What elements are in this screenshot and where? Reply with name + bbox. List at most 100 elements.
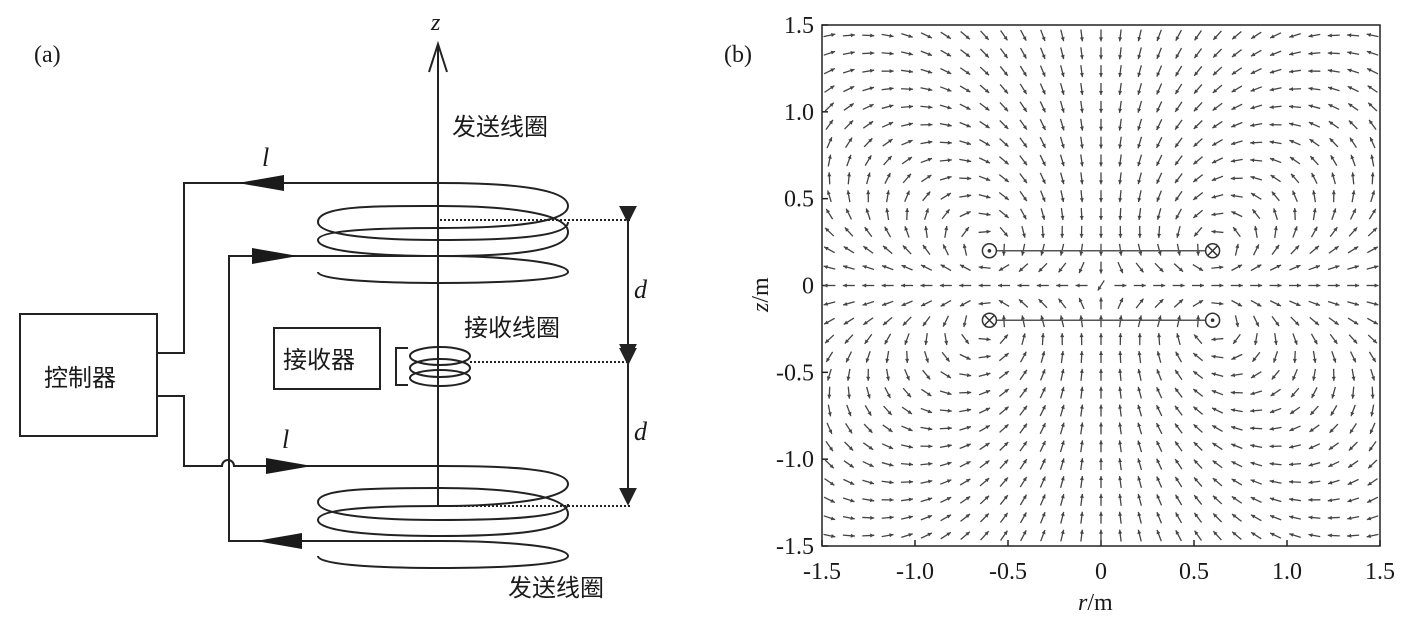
field-arrow-head [943, 244, 947, 249]
field-arrow-head [1334, 320, 1339, 325]
field-arrow-head [1312, 358, 1317, 363]
field-arrow-head [1079, 162, 1084, 167]
field-arrow-head [1291, 173, 1296, 179]
field-arrow-head [1118, 404, 1123, 409]
field-arrow-head [1327, 498, 1333, 503]
field-arrow-head [1156, 351, 1161, 356]
field-arrow-head [850, 50, 855, 55]
field-arrow-head [985, 141, 990, 146]
field-arrow-head [849, 86, 855, 90]
field-arrow-head [985, 390, 991, 394]
field-arrow-head [1353, 339, 1358, 344]
field-arrow-head [927, 87, 933, 92]
field-arrow-head [863, 320, 868, 325]
field-arrow-head [985, 407, 991, 412]
field-arrow-head [1230, 176, 1235, 181]
field-arrow-head [1374, 283, 1379, 288]
field-arrow-head [1175, 196, 1180, 202]
field-arrow-head [1349, 137, 1354, 143]
field-arrow-head [1036, 283, 1041, 288]
field-arrow-head [1251, 374, 1256, 378]
field-arrow-head [1099, 315, 1103, 320]
field-arrow-head [1250, 105, 1255, 110]
field-arrow-head [967, 390, 972, 395]
field-arrow-head [1004, 442, 1009, 447]
field-arrow-head [1004, 195, 1009, 200]
field-arrow-head [825, 227, 830, 232]
field-arrow-head [870, 51, 875, 56]
field-arrow-head [1311, 172, 1316, 178]
field-arrow-head [1308, 86, 1313, 91]
field-arrow-head [1231, 141, 1236, 146]
distance-label-lower: d [634, 417, 648, 446]
field-arrow-head [1311, 393, 1316, 399]
field-arrow-head [1004, 142, 1009, 147]
field-arrow-head [1330, 155, 1335, 160]
field-arrow-head [843, 265, 848, 270]
field-arrow-head [1040, 333, 1045, 338]
field-arrow-head [1118, 333, 1123, 338]
field-arrow-head [1118, 197, 1123, 203]
y-tick-label: 1.0 [784, 100, 814, 126]
field-arrow-head [1041, 54, 1046, 59]
field-arrow-head [1175, 530, 1180, 535]
field-arrow-head [888, 139, 893, 144]
field-arrow-head [1370, 154, 1375, 159]
field-arrow-head [1022, 369, 1027, 375]
field-arrow-head [846, 357, 850, 363]
y-tick-label: 0.5 [784, 187, 814, 213]
field-arrow-head [946, 87, 952, 92]
field-arrow-head [1079, 476, 1084, 481]
field-arrow-head [829, 464, 834, 469]
field-arrow-head [1175, 369, 1180, 375]
field-arrow-head [1023, 160, 1028, 166]
field-arrow-head [1292, 375, 1297, 381]
field-arrow-head [1308, 445, 1314, 449]
field-arrow-head [1099, 493, 1103, 498]
field-arrow-head [946, 514, 952, 519]
x-tick-label: 0 [1095, 559, 1107, 585]
field-arrow-head [1078, 268, 1083, 274]
field-arrow-head [827, 394, 832, 399]
field-arrow-head [1174, 405, 1179, 411]
field-arrow-head [947, 123, 952, 128]
field-arrow-head [986, 354, 991, 359]
field-arrow-head [985, 442, 990, 447]
field-arrow-head [947, 408, 952, 413]
field-arrow-head [850, 33, 855, 38]
field-arrow-head [986, 229, 991, 234]
field-arrow-head [1328, 463, 1333, 467]
arrow-right-bottom [266, 458, 312, 474]
field-arrow-head [842, 283, 847, 288]
field-arrow-head [966, 373, 972, 378]
field-arrow-head [1174, 387, 1179, 393]
field-arrow-head [1060, 233, 1065, 238]
field-arrow-head [908, 533, 913, 537]
field-arrow-head [947, 140, 952, 145]
field-arrow-head [1347, 50, 1352, 55]
field-arrow-head [1273, 208, 1277, 213]
field-arrow-head [1004, 213, 1009, 218]
field-arrow-head [1118, 458, 1123, 463]
field-arrow-head [1372, 227, 1377, 232]
field-arrow-head [1156, 197, 1161, 202]
field-arrow-head [926, 392, 932, 397]
field-arrow-head [889, 33, 894, 38]
field-arrow-head [889, 497, 894, 502]
field-arrow-head [1367, 85, 1373, 90]
field-arrow-head [1289, 122, 1294, 127]
field-arrow-head [1289, 427, 1294, 432]
field-arrow-head [1041, 369, 1046, 374]
field-arrow-head [966, 425, 971, 430]
field-arrow-head [1176, 233, 1181, 238]
y-tick-label: 0 [802, 274, 814, 300]
field-arrow-head [886, 376, 890, 381]
field-arrow-head [978, 265, 983, 270]
receiver-box [273, 327, 381, 390]
field-arrow-head [1022, 512, 1027, 517]
field-arrow-head [1177, 315, 1181, 320]
field-arrow-head [1118, 476, 1123, 481]
field-arrow-head [1079, 511, 1084, 516]
field-arrow-head [1273, 225, 1278, 231]
field-arrow-head [964, 339, 969, 344]
